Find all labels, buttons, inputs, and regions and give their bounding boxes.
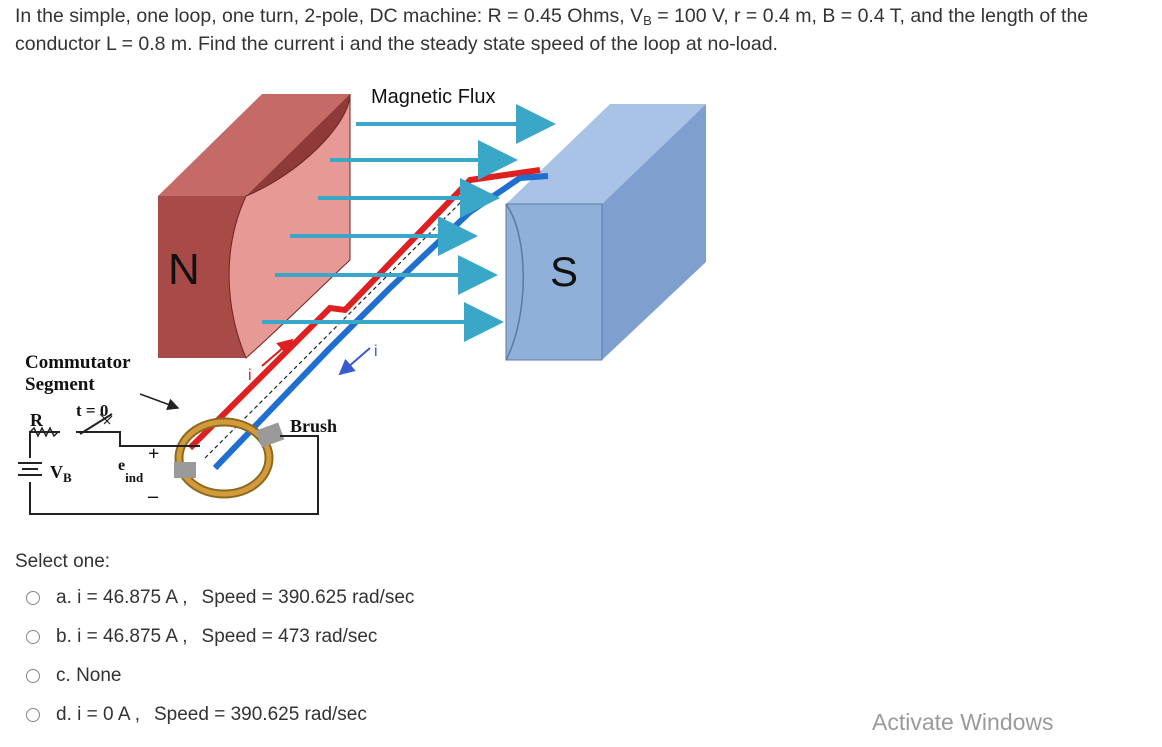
current-arrow-blue — [338, 347, 371, 376]
brush-left — [174, 462, 196, 478]
question-part2: = 100 V, r = 0.4 m, B = 0.4 T, and the l… — [15, 5, 1089, 55]
radio-button-b[interactable] — [26, 630, 40, 644]
source-label: VB — [50, 462, 72, 485]
external-circuit — [18, 393, 319, 515]
option-c[interactable]: c. None — [26, 665, 121, 687]
resistor-label: R — [30, 410, 44, 430]
flux-arrows: Magnetic Flux — [262, 86, 556, 342]
north-label: N — [168, 245, 200, 294]
question-part1: In the simple, one loop, one turn, 2-pol… — [15, 5, 644, 27]
current-label-left: i — [248, 367, 252, 384]
current-arrow-red — [261, 338, 294, 367]
south-label: S — [550, 248, 578, 295]
flux-label: Magnetic Flux — [371, 86, 496, 108]
commutator-label-line1: Commutator — [25, 352, 131, 373]
brush-top — [255, 422, 285, 448]
option-c-letter: c. — [56, 665, 71, 686]
option-d-current: i = 0 A , — [77, 704, 140, 725]
dc-machine-diagram: N S Magnetic Flux i i — [18, 86, 706, 515]
south-magnet: S — [505, 104, 706, 361]
plus-sign: + — [148, 443, 159, 465]
current-label-right: i — [374, 343, 378, 360]
option-a[interactable]: a. i = 46.875 A , Speed = 390.625 rad/sec — [26, 587, 414, 609]
eind-label: eind — [118, 457, 144, 485]
option-b-letter: b. — [56, 626, 72, 647]
option-a-current: i = 46.875 A , — [77, 587, 188, 608]
brush-label: Brush — [290, 416, 337, 436]
option-d[interactable]: d. i = 0 A , Speed = 390.625 rad/sec — [26, 704, 367, 726]
question-subscript: B — [643, 13, 652, 28]
radio-button-c[interactable] — [26, 669, 40, 683]
option-b-current: i = 46.875 A , — [77, 626, 188, 647]
minus-sign: – — [147, 485, 159, 507]
north-magnet: N — [158, 93, 351, 359]
switch-label: t = 0 — [76, 401, 108, 420]
option-d-speed: Speed = 390.625 rad/sec — [154, 704, 367, 725]
question-text: In the simple, one loop, one turn, 2-pol… — [15, 2, 1155, 58]
option-a-speed: Speed = 390.625 rad/sec — [201, 587, 415, 608]
commutator-label-line2: Segment — [25, 374, 95, 395]
select-one-label: Select one: — [15, 551, 111, 572]
activate-windows-watermark: Activate Windows — [872, 709, 1054, 735]
option-d-letter: d. — [56, 704, 72, 725]
option-b-speed: Speed = 473 rad/sec — [201, 626, 378, 647]
option-c-current: None — [76, 665, 122, 686]
option-b[interactable]: b. i = 46.875 A , Speed = 473 rad/sec — [26, 626, 377, 648]
commutator — [174, 417, 285, 499]
radio-button-d[interactable] — [26, 708, 40, 722]
radio-button-a[interactable] — [26, 591, 40, 605]
option-a-letter: a. — [56, 587, 72, 608]
